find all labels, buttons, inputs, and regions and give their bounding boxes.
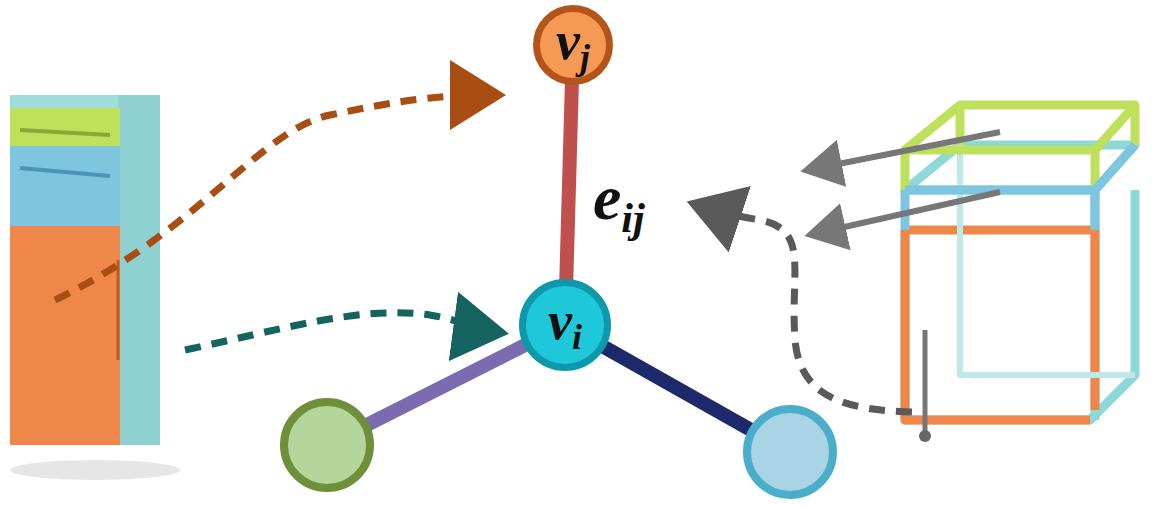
- graph-edge: [603, 347, 750, 430]
- edge-label: eij: [589, 164, 649, 241]
- dashed-arrow: [700, 206, 912, 412]
- node-label: vi: [548, 294, 582, 355]
- cabinet-illustration: [10, 95, 180, 480]
- graph-node: vj: [533, 5, 613, 85]
- node-label: vj: [556, 14, 590, 75]
- graph-edge: [566, 83, 572, 281]
- graph-edge: [367, 345, 526, 425]
- dashed-arrow: [55, 95, 492, 300]
- graph-node: [280, 398, 374, 492]
- graph-node: [743, 405, 837, 499]
- graph-node: vi: [519, 279, 611, 371]
- dashed-arrow: [185, 313, 495, 350]
- frame-illustration: [818, 105, 1135, 442]
